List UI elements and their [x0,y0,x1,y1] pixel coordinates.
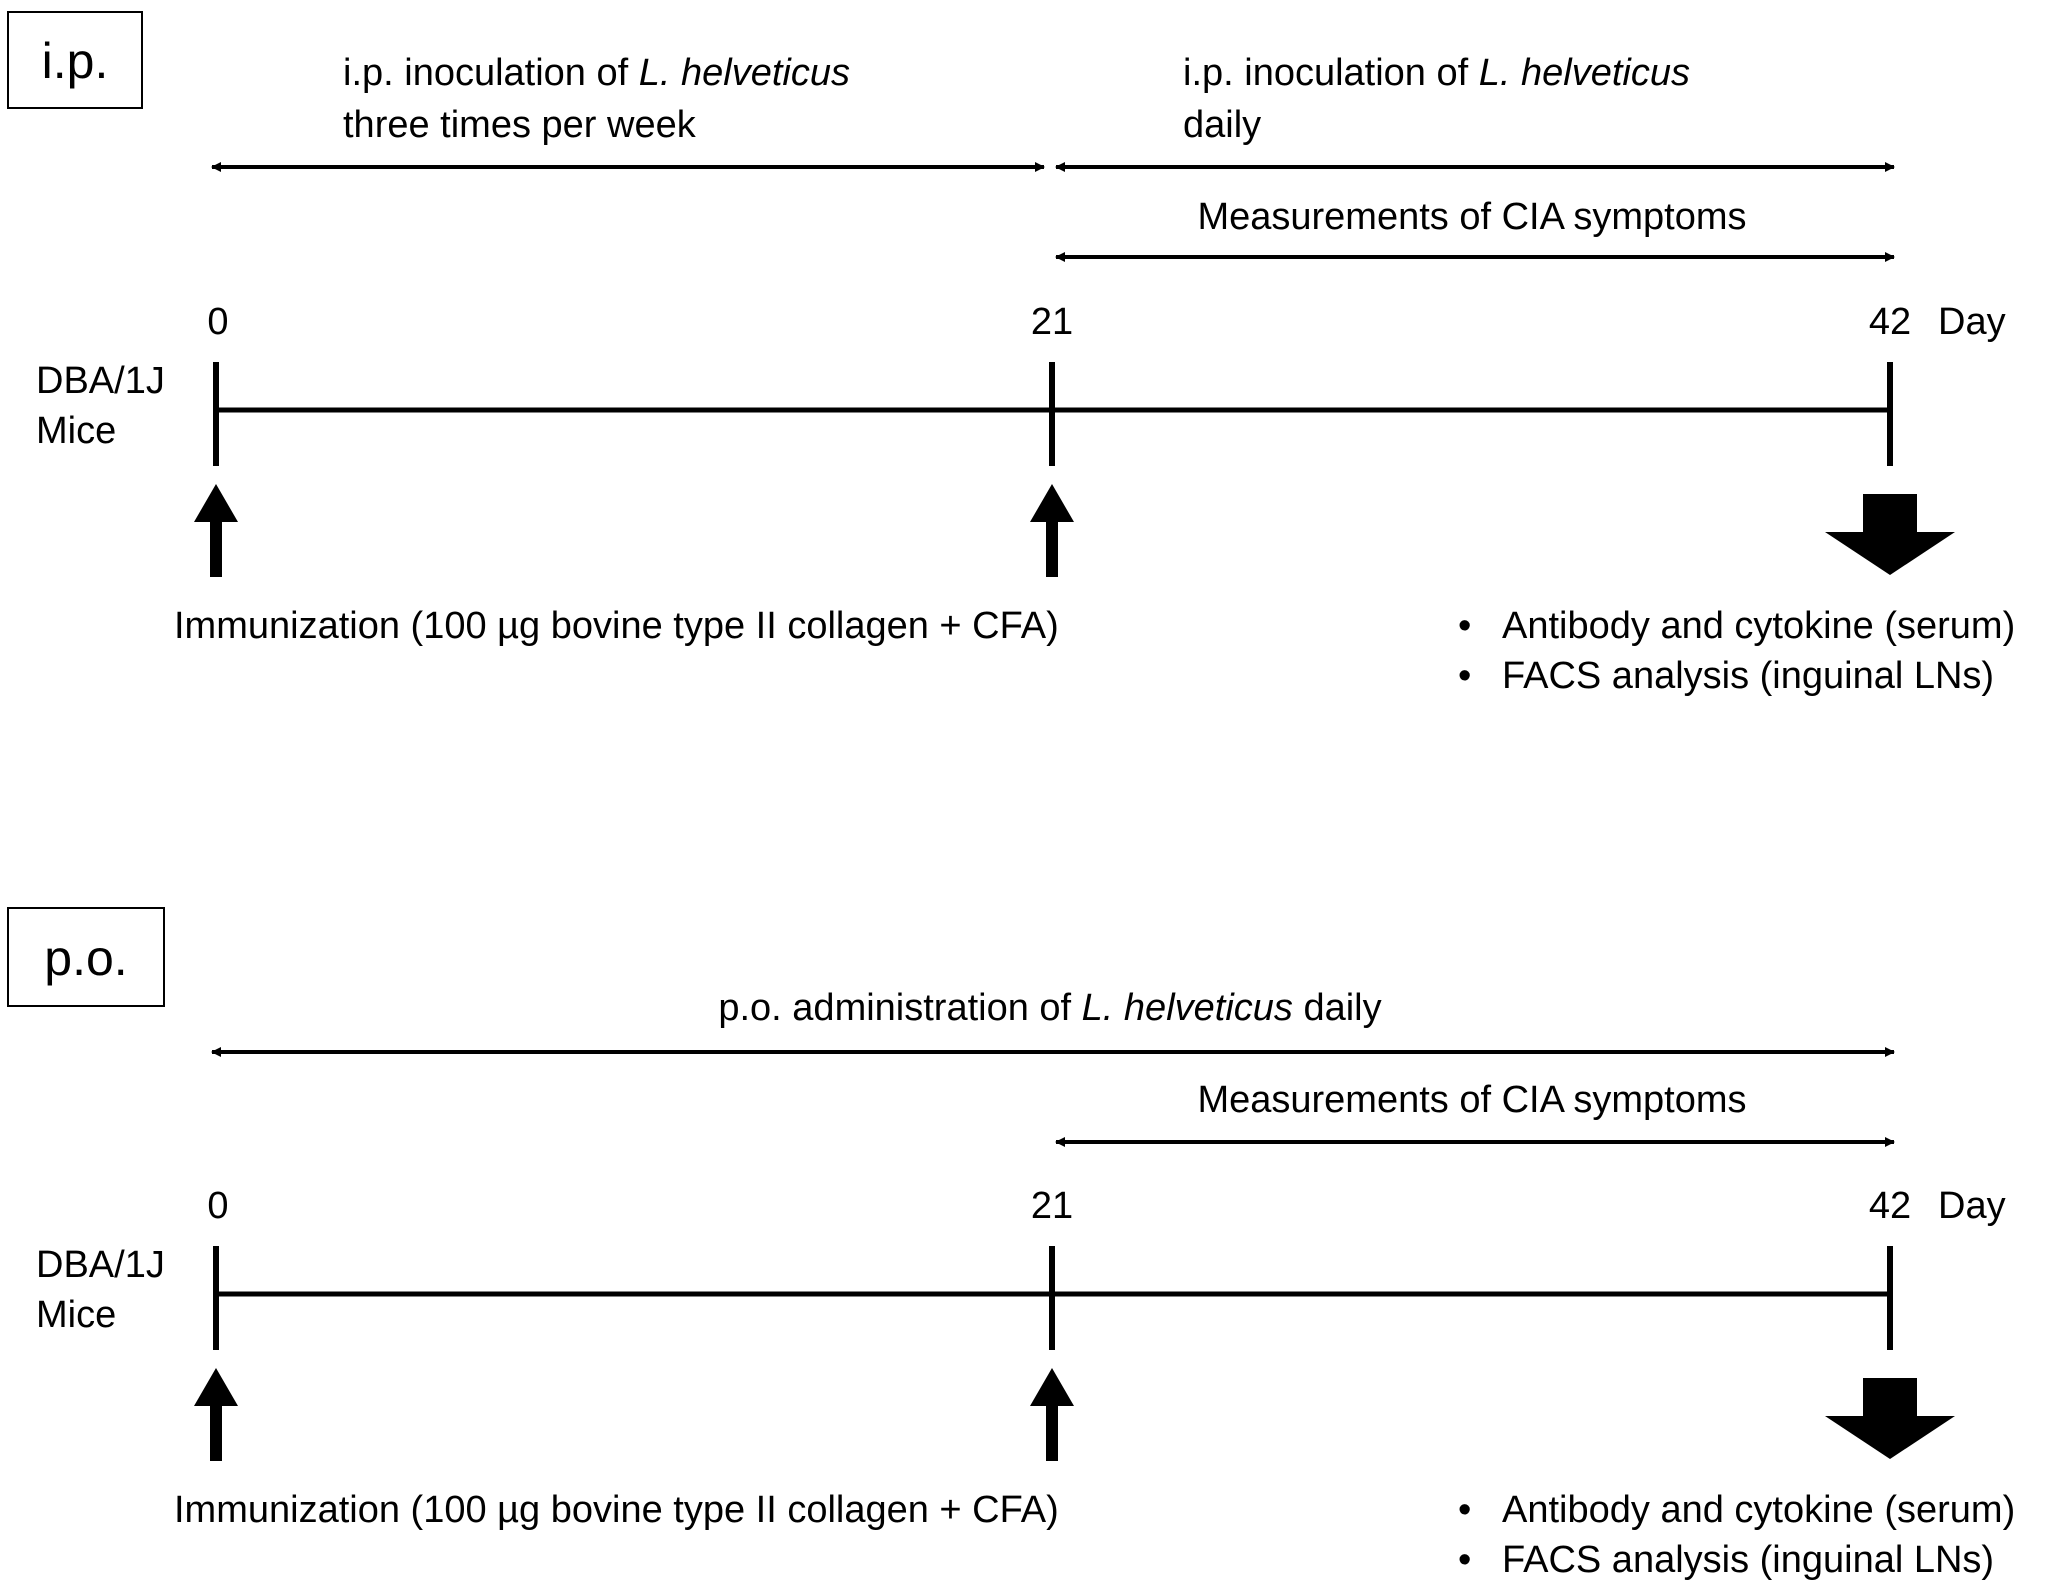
po-outcome-2: FACS analysis (inguinal LNs) [1502,1539,1994,1581]
po-tick-21: 21 [1031,1185,1073,1227]
po-analysis-arrow [1825,1378,1955,1459]
po-outcome-bullet-2: • [1458,1539,1471,1581]
ip-tick-42: 42 [1869,301,1911,343]
ip-analysis-arrow [1825,494,1955,575]
panel-po: p.o. p.o. administration of L. helveticu… [7,907,2015,1581]
ip-phase2-frequency: daily [1183,104,1261,146]
panel-label: p.o. [44,930,127,986]
ip-phase2-label: i.p. inoculation of L. helveticus [1183,52,1690,94]
ip-day-label: Day [1938,301,2006,343]
po-strain-line1: DBA/1J [36,1244,165,1286]
po-immunization-arrow-21 [1030,1368,1074,1461]
po-tick-42: 42 [1869,1185,1911,1227]
ip-tick-21: 21 [1031,301,1073,343]
ip-immunization-arrow-0 [194,484,238,577]
po-administration-label: p.o. administration of L. helveticus dai… [718,987,1381,1029]
po-strain-line2: Mice [36,1294,116,1336]
ip-phase1-frequency: three times per week [343,104,697,146]
ip-outcome-1: Antibody and cytokine (serum) [1502,605,2015,647]
po-measurements-label: Measurements of CIA symptoms [1197,1079,1746,1121]
ip-measurements-label: Measurements of CIA symptoms [1197,196,1746,238]
ip-outcome-2: FACS analysis (inguinal LNs) [1502,655,1994,697]
ip-tick-0: 0 [207,301,228,343]
po-immunization-arrow-0 [194,1368,238,1461]
ip-immunization-arrow-21 [1030,484,1074,577]
po-immunization-label: Immunization (100 µg bovine type II coll… [174,1489,1059,1531]
po-outcome-bullet-1: • [1458,1489,1471,1531]
ip-immunization-label: Immunization (100 µg bovine type II coll… [174,605,1059,647]
po-day-label: Day [1938,1185,2006,1227]
ip-phase1-label: i.p. inoculation of L. helveticus [343,52,850,94]
po-outcome-1: Antibody and cytokine (serum) [1502,1489,2015,1531]
ip-outcome-bullet-1: • [1458,605,1471,647]
ip-outcome-bullet-2: • [1458,655,1471,697]
ip-strain-line1: DBA/1J [36,360,165,402]
panel-label-box [7,11,143,109]
panel-label: i.p. [42,33,109,89]
panel-label-box [7,907,165,1007]
panel-ip: i.p. i.p. inoculation of L. helveticus t… [7,11,2015,697]
po-tick-0: 0 [207,1185,228,1227]
ip-strain-line2: Mice [36,410,116,452]
